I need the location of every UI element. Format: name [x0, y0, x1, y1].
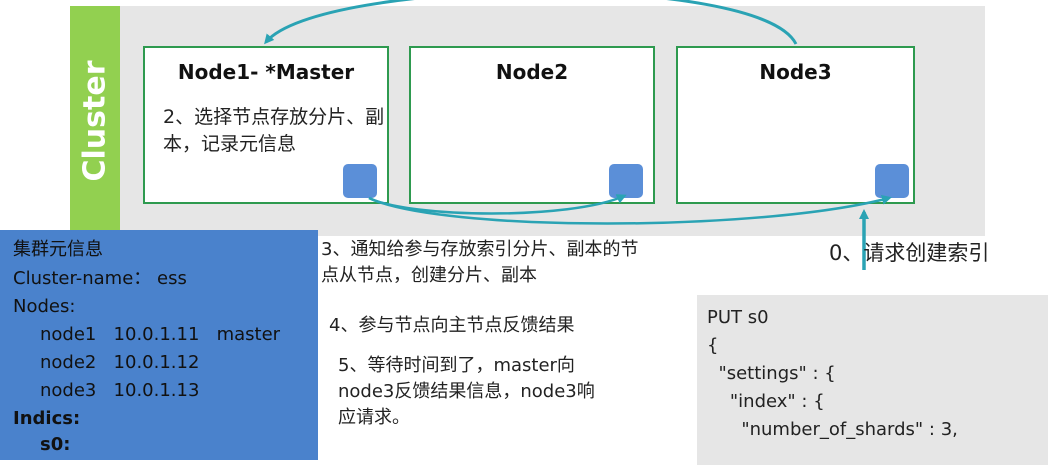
node2-title: Node2 [495, 60, 569, 84]
arrow-master-to-node3 [368, 194, 892, 225]
step2-line2: 本，记录元信息 [163, 133, 297, 155]
step4-note: 4、参与节点向主节点反馈结果 [329, 315, 575, 336]
request-code-box: PUT s0 { "settings" : { "index" : { "num… [697, 295, 1048, 465]
metadata-index-partial: s0: [40, 434, 71, 455]
node3-title: Node3 [759, 60, 832, 84]
step3-line1: 3、通知给参与存放索引分片、副本的节 [321, 239, 639, 260]
node-role: master [216, 324, 281, 345]
node-ip: 10.0.1.13 [113, 380, 200, 401]
step5-line3: 应请求。 [338, 407, 410, 428]
node1-shard-square [343, 164, 377, 198]
code-line: { [707, 335, 719, 356]
code-line: "number_of_shards" : 3, [707, 419, 958, 440]
metadata-node-row: node3 10.0.1.13 [40, 378, 199, 404]
node1-box: Node1- *Master [143, 46, 389, 204]
arrow-master-to-node2 [368, 194, 627, 215]
metadata-title: 集群元信息 [13, 239, 103, 260]
flow-arrows [264, 0, 892, 270]
cluster-bar [70, 6, 120, 236]
node-name: node1 [40, 324, 97, 345]
step5-note: 5、等待时间到了，master向 node3反馈结果信息，node3响 应请求。 [338, 353, 595, 431]
node3-box: Node3 [676, 46, 915, 204]
node-ip: 10.0.1.12 [113, 352, 200, 373]
step5-line1: 5、等待时间到了，master向 [338, 355, 575, 376]
node-name: node2 [40, 352, 97, 373]
node2-box: Node2 [409, 46, 655, 204]
code-line: "settings" : { [707, 363, 836, 384]
node3-shard-square [875, 164, 909, 198]
node2-shard-square [609, 164, 643, 198]
step2-line1: 2、选择节点存放分片、副 [163, 106, 385, 128]
node1-title: Node1- *Master [177, 60, 355, 84]
step2-note: 2、选择节点存放分片、副 本，记录元信息 [163, 104, 443, 158]
code-line: "index" : { [707, 391, 825, 412]
arrow-node3-to-master [264, 0, 798, 45]
node-name: node3 [40, 380, 97, 401]
step3-note: 3、通知给参与存放索引分片、副本的节 点从节点，创建分片、副本 [321, 237, 638, 289]
metadata-indices-label: Indics: [13, 408, 81, 429]
cluster-metadata-panel: 集群元信息 Cluster-name： ess Nodes: node1 10.… [0, 230, 318, 460]
code-line: PUT s0 [707, 307, 769, 328]
metadata-cluster-name: Cluster-name： ess [13, 268, 187, 289]
step3-line2: 点从节点，创建分片、副本 [321, 265, 537, 286]
node-ip: 10.0.1.11 [113, 324, 200, 345]
step5-line2: node3反馈结果信息，node3响 [338, 381, 595, 402]
metadata-nodes-label: Nodes: [13, 296, 76, 317]
metadata-node-row: node1 10.0.1.11 master [40, 322, 280, 348]
metadata-node-row: node2 10.0.1.12 [40, 350, 199, 376]
step0-note: 0、请求创建索引 [829, 241, 990, 265]
